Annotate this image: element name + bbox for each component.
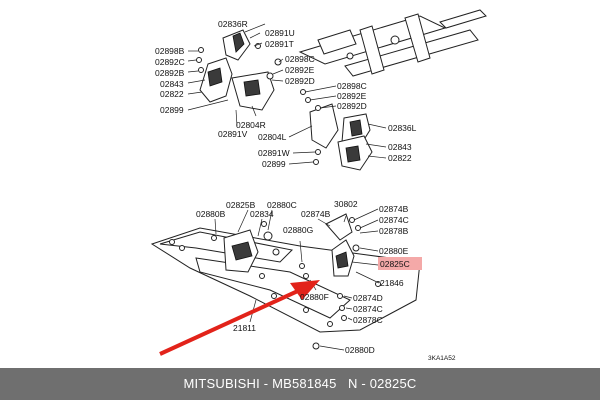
right-mount-group <box>187 23 284 127</box>
label-02874D: 02874D <box>353 293 383 303</box>
label-02825B: 02825B <box>226 200 256 210</box>
transmission-mount <box>211 209 280 273</box>
label-02822-b: 02822 <box>388 153 412 163</box>
label-02880B: 02880B <box>196 209 226 219</box>
caption-ref: 02825C <box>369 376 417 391</box>
label-02880D: 02880D <box>345 345 375 355</box>
label-02892E-b: 02892E <box>337 91 367 101</box>
label-02892E: 02892E <box>285 65 315 75</box>
label-02898B: 02898B <box>155 46 185 56</box>
label-02880E: 02880E <box>379 246 409 256</box>
part-labels: 02836R 02891U 02891T 02898B 02892C 02892… <box>155 19 456 362</box>
label-02878B: 02878B <box>379 226 409 236</box>
label-02891V: 02891V <box>218 129 248 139</box>
label-02899-b: 02899 <box>262 159 286 169</box>
left-mount-group <box>288 85 387 171</box>
label-02891W: 02891W <box>258 148 290 158</box>
label-02874C: 02874C <box>379 215 409 225</box>
parts-diagram: 02836R 02891U 02891T 02898B 02892C 02892… <box>150 9 487 362</box>
label-02892C: 02892C <box>155 57 185 67</box>
caption-part-number: MB581845 <box>272 376 337 391</box>
vehicle-frame <box>298 9 487 77</box>
label-02898C: 02898C <box>285 54 315 64</box>
label-21811: 21811 <box>233 323 256 333</box>
label-02892D-b: 02892D <box>337 101 367 111</box>
label-02892D: 02892D <box>285 76 315 86</box>
label-02880F: 02880F <box>300 292 329 302</box>
label-02878C: 02878C <box>353 315 383 325</box>
label-02899: 02899 <box>160 105 184 115</box>
label-02874B: 02874B <box>301 209 331 219</box>
label-02874B-b: 02874B <box>379 204 409 214</box>
diagram-code: 3KA1A52 <box>428 355 456 362</box>
caption-sep2: N - <box>336 376 370 391</box>
label-02822: 02822 <box>160 89 184 99</box>
label-02891U: 02891U <box>265 28 295 38</box>
label-21846: 21846 <box>380 278 404 288</box>
label-02880C: 02880C <box>267 200 297 210</box>
label-02804R: 02804R <box>236 120 266 130</box>
label-02880G: 02880G <box>283 225 313 235</box>
label-02843: 02843 <box>160 79 184 89</box>
label-02804L: 02804L <box>258 132 287 142</box>
caption-brand: MITSUBISHI <box>183 376 260 391</box>
label-02836L: 02836L <box>388 123 417 133</box>
label-02891T: 02891T <box>265 39 294 49</box>
label-02874C-b: 02874C <box>353 304 383 314</box>
label-02898C-b: 02898C <box>337 81 367 91</box>
label-02834: 02834 <box>250 209 274 219</box>
label-30802: 30802 <box>334 199 358 209</box>
red-arrow <box>159 280 320 356</box>
caption-sep1: - <box>259 376 273 391</box>
highlight-box <box>378 257 422 270</box>
label-02825C-highlight: 02825C <box>380 259 410 269</box>
label-02843-b: 02843 <box>388 142 412 152</box>
rear-insulator-assembly <box>299 208 380 351</box>
caption-bar: MITSUBISHI - MB581845 N - 02825C <box>0 368 600 400</box>
label-02836R: 02836R <box>218 19 248 29</box>
label-02892B: 02892B <box>155 68 185 78</box>
